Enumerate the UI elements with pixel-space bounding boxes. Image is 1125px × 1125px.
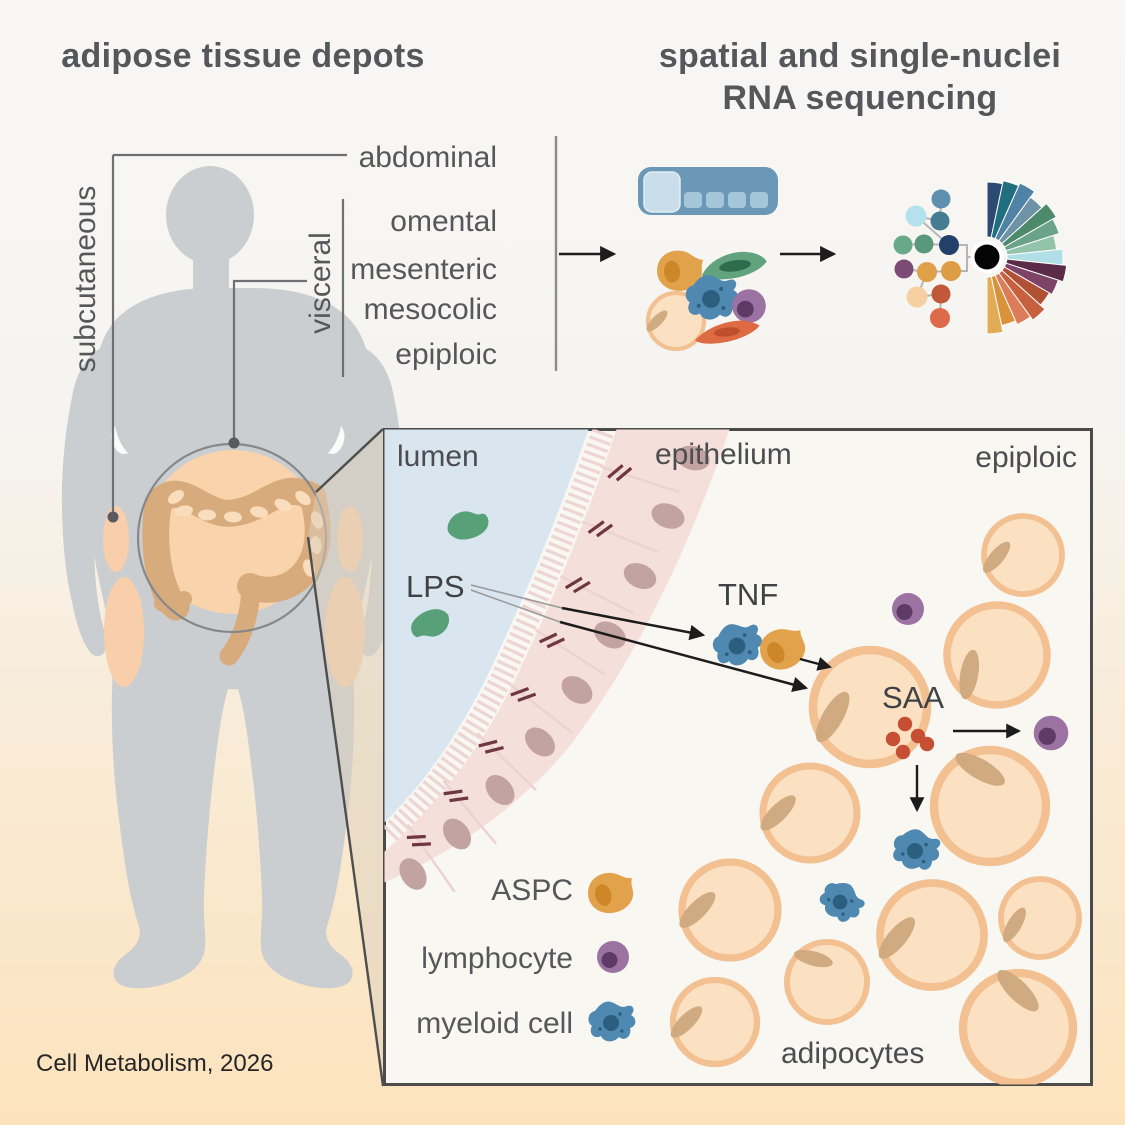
title-sequencing-line1: spatial and single-nuclei xyxy=(658,37,1062,75)
label-saa: SAA xyxy=(882,680,945,715)
label-adipocytes: adipocytes xyxy=(781,1037,925,1070)
left-arm xyxy=(61,345,108,657)
right-elbow-highlight-icon xyxy=(328,426,345,454)
depot-label-epiploic: epiploic xyxy=(395,338,497,371)
inset-label-lumen: lumen xyxy=(397,440,479,473)
label-tnf: TNF xyxy=(718,577,779,612)
brush-border xyxy=(384,429,614,844)
lymphocyte-icon xyxy=(892,593,924,625)
label-lps: LPS xyxy=(406,569,465,604)
callout-cone xyxy=(308,429,383,1086)
green-cell-icon xyxy=(702,251,767,280)
left-elbow-highlight-icon xyxy=(111,426,128,454)
depot-connectors xyxy=(107,153,347,523)
depot-label-mesenteric: mesenteric xyxy=(350,253,497,286)
left-leg xyxy=(111,629,233,989)
right-leg xyxy=(233,629,355,989)
legend-label-aspc: ASPC xyxy=(491,874,573,907)
inset-content xyxy=(384,429,1088,1083)
lumen-region xyxy=(384,429,589,823)
inset-label-epiploic: epiploic xyxy=(975,441,1077,474)
lymphocyte-icon xyxy=(732,289,766,323)
journal-credit: Cell Metabolism, 2026 xyxy=(36,1050,274,1077)
lps-signal-arrows xyxy=(470,584,809,693)
red-spindle-cell-icon xyxy=(694,320,760,344)
callout-line-top xyxy=(315,428,384,493)
depot-label-omental: omental xyxy=(390,205,497,238)
visceral-endpoint-dot xyxy=(228,437,240,449)
neck xyxy=(193,250,229,294)
title-adipose-depots: adipose tissue depots xyxy=(61,37,425,75)
depot-label-mesocolic: mesocolic xyxy=(363,293,497,326)
label-visceral: visceral xyxy=(304,232,337,334)
legend-label-lymphocyte: lymphocyte xyxy=(421,942,573,975)
legend-label-myeloid: myeloid cell xyxy=(416,1007,573,1040)
fan-hub-dot xyxy=(974,244,1000,270)
spatial-transcriptomics-chip-icon xyxy=(638,167,778,215)
clustering-network-icon xyxy=(893,189,974,328)
tnf-to-adipocyte-arrow xyxy=(799,656,832,671)
head xyxy=(166,166,254,264)
label-subcutaneous: subcutaneous xyxy=(69,185,102,373)
saa-particles xyxy=(885,716,935,760)
subcutaneous-endpoint-dot xyxy=(107,511,119,523)
cell-type-fan-chart-icon xyxy=(970,180,1068,335)
dissociated-cells-icon xyxy=(644,247,767,349)
epithelium-nuclei xyxy=(399,445,710,890)
callout-line-bottom xyxy=(306,536,385,1087)
depot-label-abdominal: abdominal xyxy=(358,141,497,174)
lymphocyte-icon xyxy=(1033,715,1069,751)
inset-label-epithelium: epithelium xyxy=(655,438,792,471)
legend-lymphocyte-icon xyxy=(597,941,629,973)
epithelium-band xyxy=(384,429,730,883)
tight-junctions xyxy=(406,464,680,893)
visceral-connector-line xyxy=(232,279,307,441)
title-sequencing-line2: RNA sequencing xyxy=(722,79,998,117)
